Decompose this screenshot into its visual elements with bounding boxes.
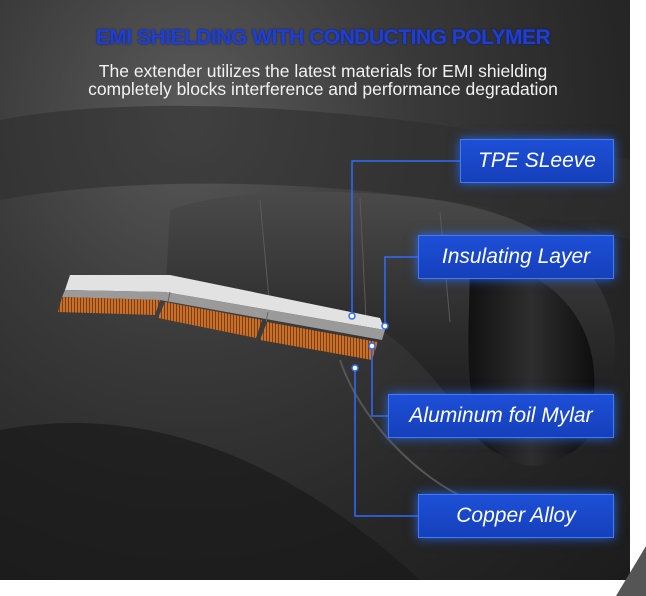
insulating-layer (62, 290, 385, 340)
foil-layer (65, 275, 385, 330)
callout-dots (348, 312, 389, 372)
subtitle-line-1: The extender utilizes the latest materia… (98, 61, 548, 81)
copper-pins-group-1 (58, 297, 160, 315)
corner-fold-icon (616, 546, 646, 596)
copper-pins-group-2 (158, 302, 262, 338)
divider (167, 291, 171, 303)
background-fold (0, 423, 420, 580)
copper-alloy-label: Copper Alloy (418, 494, 614, 538)
tpe-sleeve-label: TPE SLeeve (460, 139, 614, 183)
aluminum-foil-mylar-label: Aluminum foil Mylar (388, 394, 614, 438)
subtitle-line-2: completely blocks interference and perfo… (88, 79, 558, 99)
callout-lines (351, 160, 460, 517)
copper-pins-group-3 (260, 322, 378, 360)
page-subtitle: The extender utilizes the latest materia… (0, 62, 646, 98)
insulating-layer-label: Insulating Layer (418, 235, 614, 279)
divider (265, 311, 269, 323)
page-title: EMI SHIELDING WITH CONDUCTING POLYMER (95, 26, 551, 49)
curl-edge (339, 359, 471, 501)
